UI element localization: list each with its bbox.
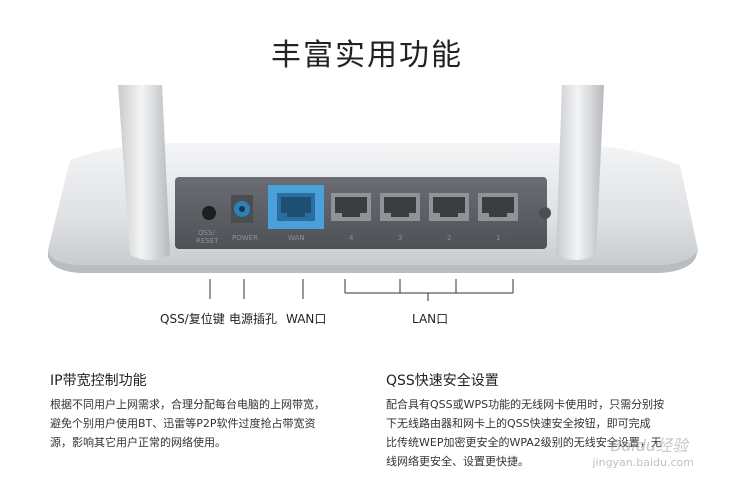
right-antenna	[556, 85, 604, 260]
router-back-panel-image: QSS/ RESET POWER WAN 4 3 2 1	[48, 85, 698, 273]
callout-lan: LAN口	[412, 312, 449, 326]
svg-text:RESET: RESET	[196, 237, 219, 245]
power-port-label: POWER	[232, 234, 258, 242]
right-section-line: 线网络更安全、设置更快捷。	[386, 455, 529, 468]
callout-wan: WAN口	[286, 312, 327, 326]
left-section-line: 源，影响其它用户正常的网络使用。	[50, 436, 226, 449]
left-section-title: IP带宽控制功能	[50, 373, 147, 389]
right-section-line: 比传统WEP加密更安全的WPA2级别的无线安全设置，无	[386, 436, 662, 449]
right-section-title: QSS快速安全设置	[386, 373, 499, 389]
watermark-url: jingyan.baidu.com	[592, 456, 694, 469]
right-section-line: 下无线路由器和网卡上的QSS快速安全按钮，即可完成	[386, 417, 651, 430]
callout-lines	[209, 279, 514, 301]
callout-qss: QSS/复位键	[160, 312, 225, 326]
watermark-brand: Baidu经验	[610, 436, 688, 455]
lan-port-label: 1	[496, 234, 500, 242]
right-section-line: 配合具有QSS或WPS功能的无线网卡使用时，只需分别按	[386, 398, 665, 411]
lan-port-label: 4	[349, 234, 354, 242]
callout-power: 电源插孔	[229, 312, 278, 326]
left-section-line: 避免个别用户使用BT、迅雷等P2P软件过度抢占带宽资	[50, 417, 316, 430]
reset-button-hole	[202, 206, 216, 220]
reset-port-label: QSS/	[198, 229, 215, 237]
lan-port-label: 2	[447, 234, 451, 242]
left-section-body: 根据不同用户上网需求，合理分配每台电脑的上网带宽， 避免个别用户使用BT、迅雷等…	[50, 395, 325, 452]
left-antenna	[118, 85, 170, 260]
page-title: 丰富实用功能	[271, 38, 463, 73]
wan-port-label: WAN	[288, 234, 305, 242]
right-section-body: 配合具有QSS或WPS功能的无线网卡使用时，只需分别按 下无线路由器和网卡上的Q…	[386, 395, 664, 471]
lan-port-label: 3	[398, 234, 402, 242]
lan-ports	[331, 193, 518, 221]
left-section-line: 根据不同用户上网需求，合理分配每台电脑的上网带宽，	[50, 398, 325, 411]
